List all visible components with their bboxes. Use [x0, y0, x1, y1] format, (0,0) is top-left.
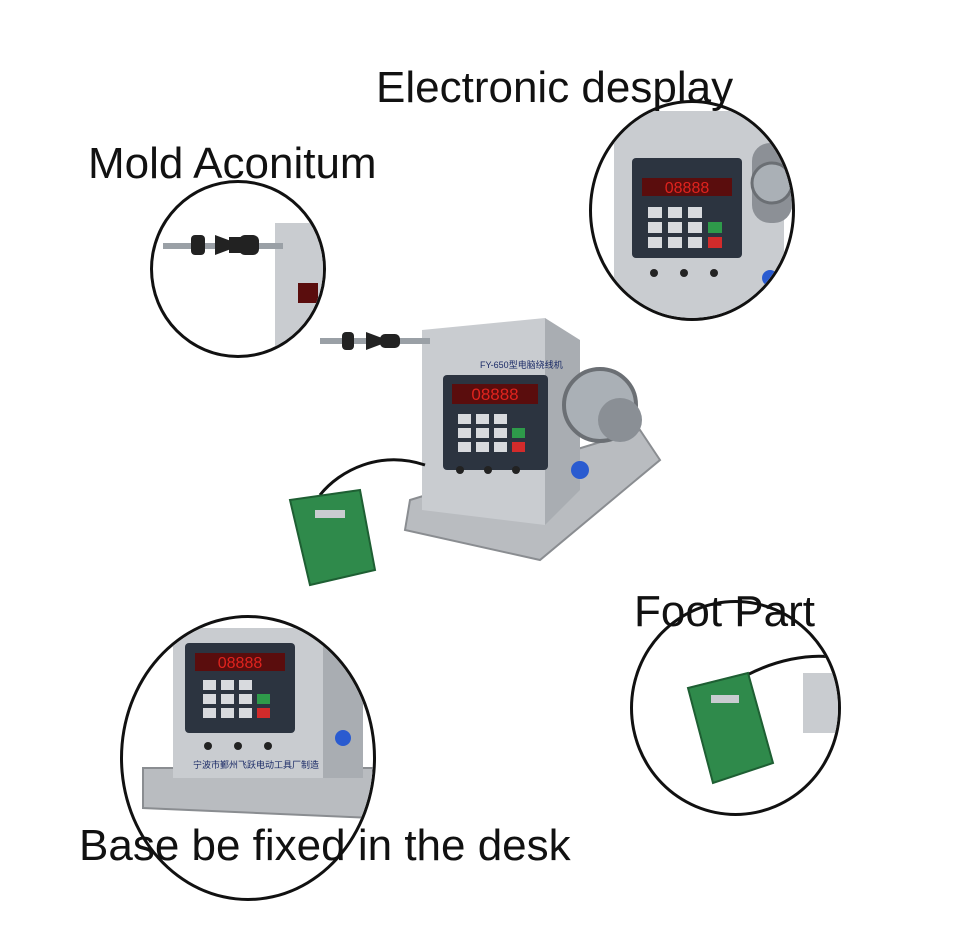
base-maker-text: 宁波市鄞州飞跃电动工具厂制造: [193, 759, 319, 770]
label-mold-aconitum: Mold Aconitum: [88, 139, 377, 188]
machine-main: 08888 FY-650型电脑绕线机: [288, 318, 662, 587]
callout-mold: [150, 180, 326, 358]
main-display-digits: 08888: [471, 385, 518, 404]
display-closeup: 08888: [614, 111, 792, 318]
mold-closeup: [163, 223, 323, 355]
main-model-text: FY-650型电脑绕线机: [480, 359, 563, 370]
callout-display: 08888: [589, 100, 795, 321]
callout-base: 08888 宁波市鄞州飞跃电动工具厂制造: [120, 615, 376, 901]
callout-foot: [630, 600, 841, 816]
base-display-digits: 08888: [218, 655, 263, 672]
display-closeup-digits: 08888: [665, 180, 710, 197]
label-electronic-display: Electronic desplay: [376, 63, 734, 112]
label-foot-part: Foot Part: [634, 587, 815, 636]
label-base-fixed: Base be fixed in the desk: [79, 821, 571, 870]
base-closeup: 08888 宁波市鄞州飞跃电动工具厂制造: [142, 628, 373, 820]
